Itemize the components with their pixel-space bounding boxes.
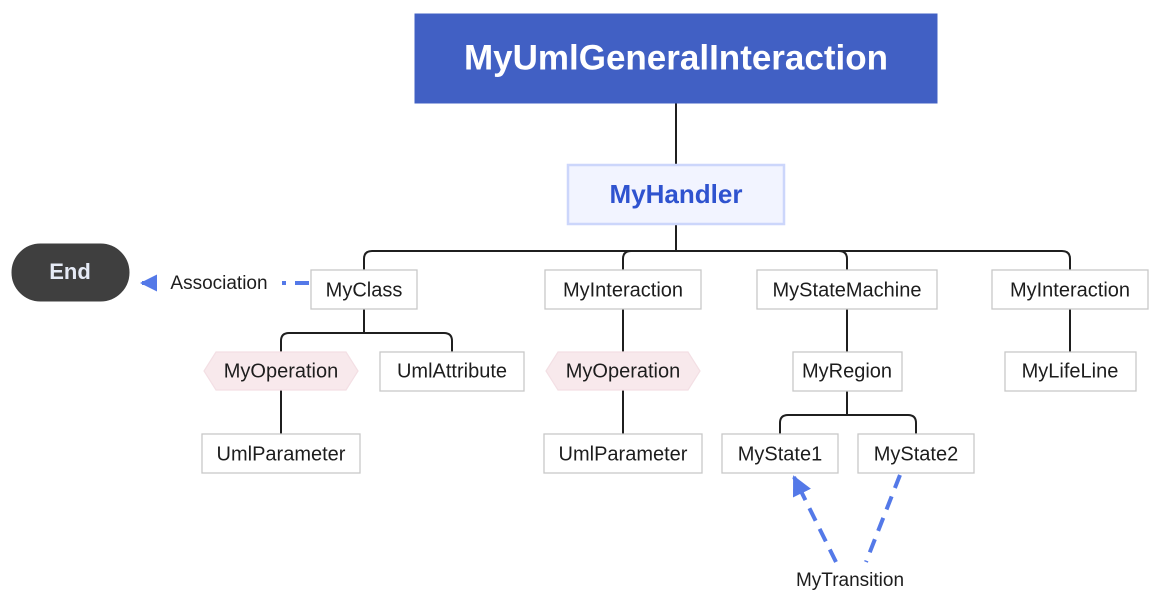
handler-node-box [566, 163, 786, 226]
edge-myclass-to-umlattribute [364, 332, 453, 352]
node-mystate2[interactable]: MyState2 [857, 433, 975, 474]
myoperation-1-label: MyOperation [224, 360, 339, 382]
edge-myregion-to-mystate2 [847, 414, 917, 434]
umlattribute-box [379, 351, 525, 392]
myclass-box [310, 269, 418, 310]
myclass-label: MyClass [326, 279, 403, 301]
edge-myregion-to-mystate1 [779, 414, 847, 434]
node-umlattribute[interactable]: UmlAttribute [379, 351, 525, 392]
node-myclass[interactable]: MyClass [310, 269, 418, 310]
umlparameter-2-label: UmlParameter [559, 443, 688, 465]
node-myinteraction-1[interactable]: MyInteraction [544, 269, 702, 310]
mystate2-label: MyState2 [874, 443, 958, 465]
node-myumlgeneralinteraction[interactable]: MyUmlGeneralInteraction [414, 13, 938, 104]
node-umlparameter-1[interactable]: UmlParameter [201, 433, 361, 474]
myregion-label: MyRegion [802, 360, 892, 382]
title-node-box [414, 13, 938, 104]
node-mystatemachine[interactable]: MyStateMachine [756, 269, 938, 310]
edge-handler-to-myinteraction2 [676, 250, 1071, 270]
node-myhandler[interactable]: MyHandler [566, 163, 786, 226]
umlparameter-2-box [543, 433, 703, 474]
node-myinteraction-2[interactable]: MyInteraction [991, 269, 1149, 310]
node-mylifeline[interactable]: MyLifeLine [1004, 351, 1137, 392]
mylifeline-label: MyLifeLine [1022, 360, 1119, 382]
mystate1-box [721, 433, 839, 474]
node-myregion[interactable]: MyRegion [792, 351, 903, 392]
mystatemachine-box [756, 269, 938, 310]
umlattribute-label: UmlAttribute [397, 360, 507, 382]
node-umlparameter-2[interactable]: UmlParameter [543, 433, 703, 474]
myoperation-2-hexagon [545, 351, 701, 391]
myinteraction-1-label: MyInteraction [563, 279, 683, 301]
myinteraction-2-label: MyInteraction [1010, 279, 1130, 301]
edge-myclass-to-myoperation1 [280, 332, 364, 352]
relationship-association[interactable]: Association [140, 272, 309, 294]
umlparameter-1-box [201, 433, 361, 474]
umlparameter-1-label: UmlParameter [217, 443, 346, 465]
mystatemachine-label: MyStateMachine [773, 279, 922, 301]
mytransition-line-from-mystate2 [864, 474, 902, 563]
node-end[interactable]: End [11, 243, 130, 302]
myoperation-2-label: MyOperation [566, 360, 681, 382]
mystate2-box [857, 433, 975, 474]
end-node-shape [11, 243, 130, 302]
mytransition-arrow-to-mystate1 [792, 475, 838, 563]
association-label: Association [170, 273, 267, 294]
myregion-box [792, 351, 903, 392]
myoperation-1-hexagon [203, 351, 359, 391]
edge-handler-to-myinteraction1 [622, 250, 676, 270]
tree-edges [280, 103, 1071, 434]
handler-node-label: MyHandler [610, 179, 743, 209]
mytransition-label: MyTransition [796, 570, 904, 591]
edge-handler-to-myclass [363, 250, 676, 270]
end-node-label: End [49, 259, 91, 284]
mylifeline-box [1004, 351, 1137, 392]
node-myoperation-1[interactable]: MyOperation [203, 351, 359, 391]
edge-handler-to-mystatemachine [676, 250, 848, 270]
title-node-label: MyUmlGeneralInteraction [464, 38, 888, 77]
node-myoperation-2[interactable]: MyOperation [545, 351, 701, 391]
node-mystate1[interactable]: MyState1 [721, 433, 839, 474]
mystate1-label: MyState1 [738, 443, 822, 465]
relationship-mytransition[interactable]: MyTransition [792, 474, 904, 591]
myinteraction-2-box [991, 269, 1149, 310]
association-label-bg [157, 272, 282, 294]
myinteraction-1-box [544, 269, 702, 310]
